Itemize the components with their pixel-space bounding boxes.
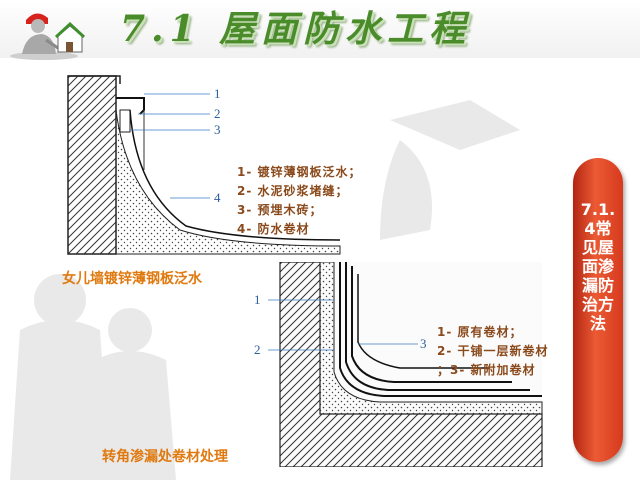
callout-2: 2 — [254, 342, 261, 357]
legend-item: 2- 水泥砂浆堵缝； — [237, 184, 349, 198]
section-badge: 7.1.4常见屋面渗漏防治方法 — [573, 158, 623, 462]
callout-3: 3 — [420, 336, 427, 351]
diagram2-legend: 1- 原有卷材； 2- 干铺一层新卷材 ；3- 新附加卷材 — [437, 323, 549, 380]
header-band — [0, 0, 640, 58]
callout-1: 1 — [214, 86, 221, 101]
legend-item: 1- 原有卷材； — [437, 325, 523, 339]
corner-membrane-diagram: 1 2 3 — [254, 262, 543, 467]
callout-3: 3 — [214, 122, 221, 137]
legend-item: 3- 预埋木砖； — [237, 203, 323, 217]
legend-item: 4- 防水卷材 — [237, 222, 310, 236]
parapet-flashing-diagram: 1 2 3 4 — [67, 75, 341, 255]
slide-title: 7.1 屋面防水工程 — [120, 8, 472, 50]
callout-1: 1 — [254, 292, 261, 307]
legend-item: 1- 镀锌薄钢板泛水； — [237, 165, 362, 179]
callout-2: 2 — [214, 106, 221, 121]
callout-4: 4 — [214, 190, 221, 205]
worker-logo-icon — [10, 13, 86, 60]
diagram2-caption: 转角渗漏处卷材处理 — [102, 449, 228, 465]
diagram1-legend: 1- 镀锌薄钢板泛水； 2- 水泥砂浆堵缝； 3- 预埋木砖； 4- 防水卷材 — [237, 163, 362, 239]
section-badge-text: 7.1.4常见屋面渗漏防治方法 — [580, 200, 616, 333]
legend-item: ；3- 新附加卷材 — [437, 363, 536, 377]
legend-item: 2- 干铺一层新卷材 — [437, 344, 549, 358]
diagram1-caption: 女儿墙镀锌薄钢板泛水 — [62, 271, 202, 287]
